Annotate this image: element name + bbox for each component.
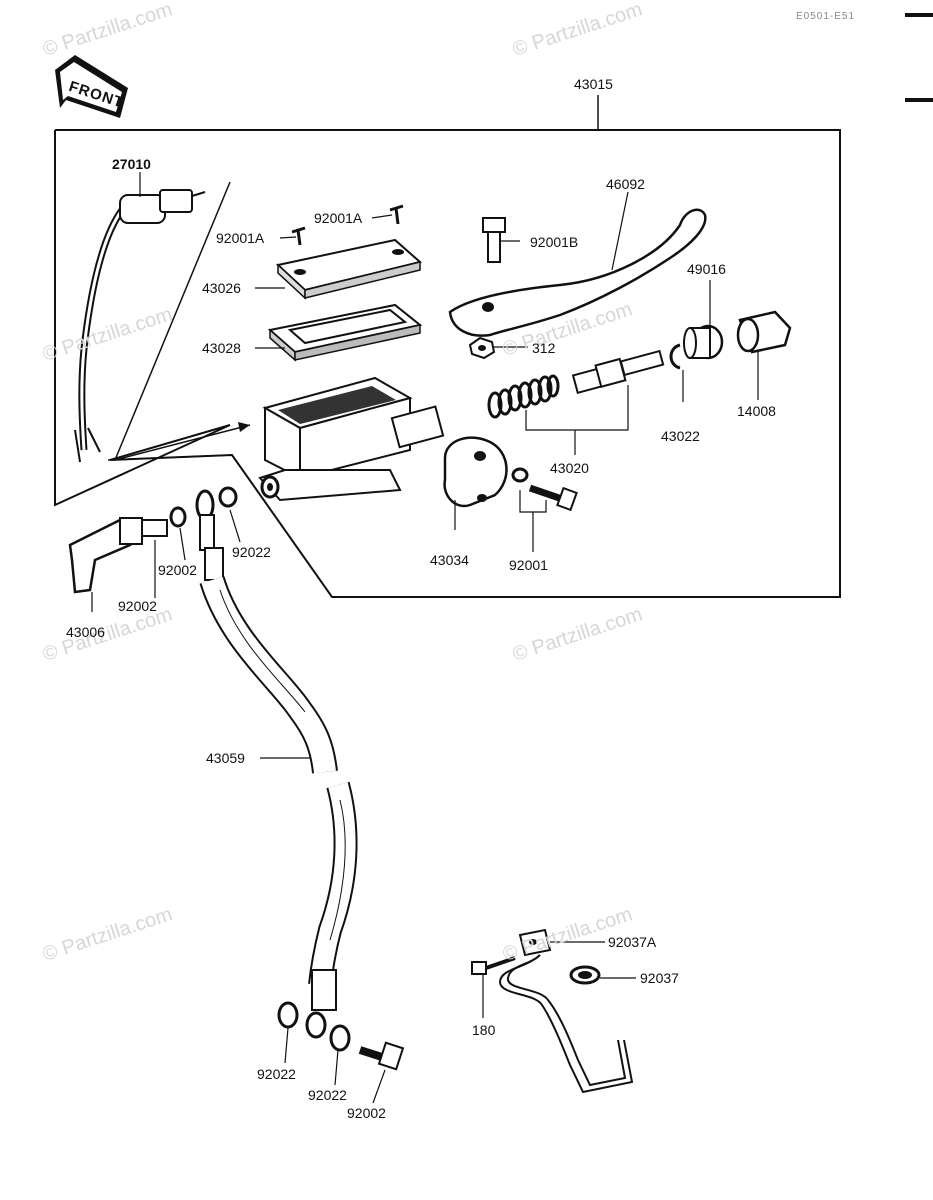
hose-fitting-part [68, 517, 168, 594]
part-label-43006: 43006 [66, 624, 105, 640]
part-label-92001a-left: 92001A [216, 230, 265, 246]
part-label-92002-upper-2: 92002 [118, 598, 157, 614]
part-label-92002-upper: 92002 [158, 562, 197, 578]
part-label-92001b: 92001B [530, 234, 579, 250]
part-label-92022-lower-left: 92022 [257, 1066, 296, 1082]
part-label-43015: 43015 [574, 76, 613, 92]
lower-banjo-hardware [277, 1001, 405, 1071]
part-label-92001: 92001 [509, 557, 548, 573]
cover-part [736, 310, 792, 354]
leader-lines [91, 172, 759, 1104]
part-label-92022-lower-right: 92022 [308, 1087, 347, 1103]
part-label-180: 180 [472, 1022, 496, 1038]
circlip-part [669, 343, 681, 370]
clamp-bolt-part [511, 467, 578, 512]
reservoir-cap-part [275, 204, 423, 300]
part-label-46092: 46092 [606, 176, 645, 192]
part-label-43028: 43028 [202, 340, 241, 356]
part-label-43034: 43034 [430, 552, 469, 568]
part-label-43022: 43022 [661, 428, 700, 444]
brake-hose-part [199, 575, 358, 1039]
part-label-43059: 43059 [206, 750, 245, 766]
part-label-92002-lower: 92002 [347, 1105, 386, 1121]
part-label-43020: 43020 [550, 460, 589, 476]
diagram-code: E0501-E51 [796, 11, 856, 22]
brake-lever-part [448, 208, 707, 360]
diaphragm-part [267, 303, 423, 362]
front-arrow-icon [55, 55, 128, 118]
part-label-43026: 43026 [202, 280, 241, 296]
piston-spring-part [487, 349, 665, 419]
part-label-92001a-right: 92001A [314, 210, 363, 226]
part-label-27010: 27010 [112, 156, 151, 172]
master-cylinder-part [258, 376, 445, 502]
part-label-92037: 92037 [640, 970, 679, 986]
part-label-92037a: 92037A [608, 934, 657, 950]
part-label-14008: 14008 [737, 403, 776, 419]
dust-boot-part [683, 324, 724, 360]
clamp-part [443, 436, 508, 508]
hose-guide-part [471, 928, 634, 1094]
part-label-49016: 49016 [687, 261, 726, 277]
part-label-92022-upper: 92022 [232, 544, 271, 560]
brake-switch-part [74, 189, 206, 463]
part-label-312: 312 [532, 340, 556, 356]
